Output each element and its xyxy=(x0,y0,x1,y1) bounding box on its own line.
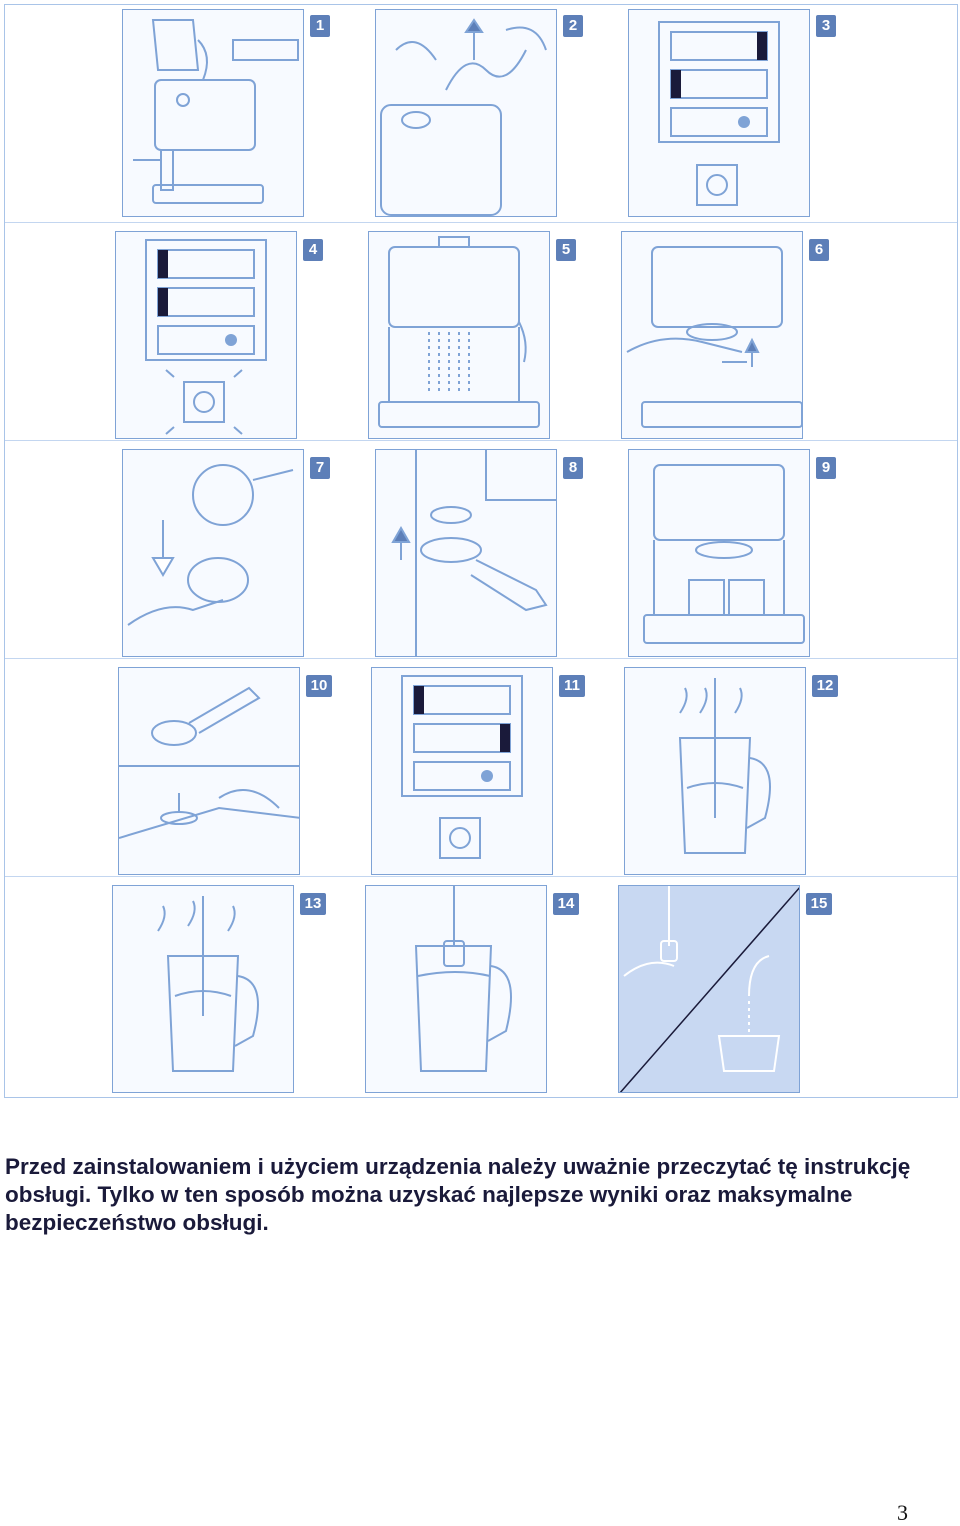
step-number-badge: 14 xyxy=(553,893,579,915)
step-15-panel xyxy=(618,885,800,1093)
step-3-panel xyxy=(628,9,810,217)
figure-row-3: 7 8 xyxy=(5,441,957,659)
step-number-badge: 8 xyxy=(563,457,583,479)
lock-filter-holder-illustration xyxy=(391,450,556,656)
figure-row-1: 1 2 xyxy=(5,5,957,223)
water-flow-illustration xyxy=(378,236,540,428)
step-number-badge: 9 xyxy=(816,457,836,479)
step-number-badge: 2 xyxy=(563,15,583,37)
step-number-badge: 1 xyxy=(310,15,330,37)
step-12-panel xyxy=(624,667,806,875)
step-number-badge: 3 xyxy=(816,15,836,37)
step-number-badge: 11 xyxy=(559,675,585,697)
step-8-panel xyxy=(375,449,557,657)
step-14-panel xyxy=(365,885,547,1093)
steam-control-panel-illustration xyxy=(401,675,523,859)
figure-row-4: 10 11 xyxy=(5,659,957,877)
control-panel-illustration xyxy=(658,21,780,206)
step-number-badge: 4 xyxy=(303,239,323,261)
step-number-badge: 15 xyxy=(806,893,832,915)
step-13-panel xyxy=(112,885,294,1093)
coffee-machine-fill-water-illustration xyxy=(133,19,299,204)
page-number: 3 xyxy=(897,1500,908,1525)
step-number-badge: 5 xyxy=(556,239,576,261)
two-cups-illustration xyxy=(643,464,805,644)
remove-cord-illustration xyxy=(380,18,547,216)
step-1-panel xyxy=(122,9,304,217)
step-2-panel xyxy=(375,9,557,217)
fill-ground-coffee-illustration xyxy=(127,464,294,626)
insert-filter-holder-illustration xyxy=(626,246,802,428)
froth-milk-deeper-illustration xyxy=(157,896,259,1072)
step-5-panel xyxy=(368,231,550,439)
clean-filter-illustration xyxy=(119,686,299,839)
figure-row-2: 4 5 xyxy=(5,223,957,441)
step-number-badge: 13 xyxy=(300,893,326,915)
step-number-badge: 6 xyxy=(809,239,829,261)
step-number-badge: 10 xyxy=(306,675,332,697)
jug-steam-nozzle-illustration xyxy=(414,886,512,1072)
step-7-panel xyxy=(122,449,304,657)
step-9-panel xyxy=(628,449,810,657)
step-11-panel xyxy=(371,667,553,875)
figure-row-5: 13 14 xyxy=(5,877,957,1095)
rinse-nozzle-illustration xyxy=(619,886,799,1092)
step-6-panel xyxy=(621,231,803,439)
step-10-panel xyxy=(118,667,300,875)
intro-paragraph: Przed zainstalowaniem i użyciem urządzen… xyxy=(5,1154,911,1235)
step-number-badge: 12 xyxy=(812,675,838,697)
step-4-panel xyxy=(115,231,297,439)
step-number-badge: 7 xyxy=(310,457,330,479)
control-panel-light-illustration xyxy=(145,239,267,435)
instruction-figure: 1 2 xyxy=(4,4,958,1098)
froth-milk-jug-illustration xyxy=(678,678,771,854)
